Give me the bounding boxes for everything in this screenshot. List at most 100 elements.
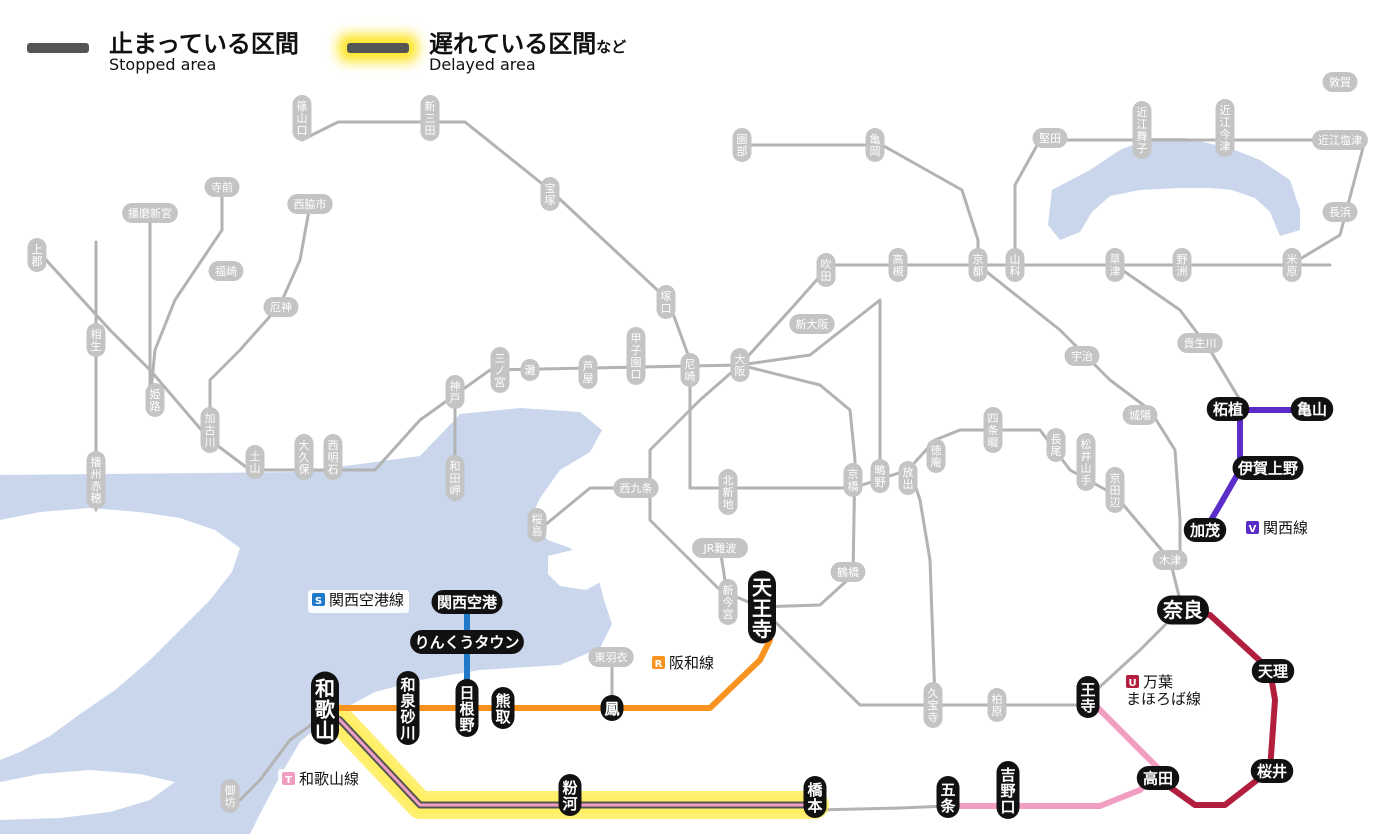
- station-label: 天理: [1258, 662, 1288, 680]
- station-大久保[interactable]: 大久保: [294, 434, 314, 480]
- station-城陽[interactable]: 城陽: [1122, 405, 1158, 425]
- station-label-char: 姫: [150, 387, 161, 401]
- station-橋本[interactable]: 橋本: [803, 776, 827, 818]
- station-西九条[interactable]: 西九条: [613, 478, 659, 498]
- station-敦賀[interactable]: 敦賀: [1322, 72, 1358, 92]
- station-天王寺[interactable]: 天王寺: [748, 570, 776, 644]
- station-四条畷[interactable]: 四条畷: [983, 407, 1003, 453]
- station-奈良[interactable]: 奈良: [1157, 595, 1209, 625]
- station-上郡[interactable]: 上郡: [27, 238, 47, 272]
- station-西脇市[interactable]: 西脇市: [287, 194, 333, 214]
- station-東羽衣[interactable]: 東羽衣: [588, 647, 634, 667]
- station-label-char: 崎: [685, 369, 696, 383]
- station-加古川[interactable]: 加古川: [200, 407, 220, 453]
- line-label-bg: [1242, 518, 1313, 541]
- station-label: 奈良: [1162, 598, 1203, 622]
- station-塚口[interactable]: 塚口: [656, 285, 676, 319]
- station-高槻[interactable]: 高槻: [888, 248, 908, 282]
- station-亀山[interactable]: 亀山: [1290, 397, 1334, 421]
- station-芦屋[interactable]: 芦屋: [578, 355, 598, 389]
- station-西明石[interactable]: 西明石: [323, 434, 343, 480]
- station-pill: [888, 248, 908, 282]
- station-鶴橋[interactable]: 鶴橋: [830, 562, 866, 582]
- hanwa-line-path: [322, 637, 773, 711]
- line-label-bg: [308, 590, 409, 613]
- station-京橋[interactable]: 京橋: [843, 463, 863, 497]
- station-和田岬[interactable]: 和田岬: [445, 455, 465, 501]
- station-神戸[interactable]: 神戸: [445, 375, 465, 409]
- station-灘[interactable]: 灘: [520, 359, 540, 381]
- station-厄神[interactable]: 厄神: [263, 297, 299, 317]
- station-吉野口[interactable]: 吉野口: [996, 761, 1020, 819]
- station-柘植[interactable]: 柘植: [1206, 397, 1250, 421]
- station-label-char: 津: [1220, 140, 1231, 153]
- station-柏原[interactable]: 柏原: [987, 688, 1007, 722]
- line-badge-letter: U: [1128, 678, 1136, 689]
- station-三ノ宮[interactable]: 三ノ宮: [490, 347, 510, 393]
- station-草津[interactable]: 草津: [1105, 248, 1125, 282]
- station-関西空港[interactable]: 関西空港: [431, 590, 503, 614]
- station-長尾[interactable]: 長尾: [1046, 428, 1066, 462]
- station-亀岡[interactable]: 亀岡: [865, 128, 885, 162]
- station-新三田[interactable]: 新三田: [420, 95, 440, 141]
- station-大阪[interactable]: 大阪: [730, 348, 750, 382]
- station-土山[interactable]: 土山: [245, 445, 265, 479]
- station-label-char: 橋: [848, 479, 859, 493]
- station-吹田[interactable]: 吹田: [816, 253, 836, 287]
- station-福崎[interactable]: 福崎: [208, 261, 244, 281]
- station-長浜[interactable]: 長浜: [1322, 202, 1358, 222]
- station-京都[interactable]: 京都: [968, 248, 988, 282]
- station-りんくうタウン[interactable]: りんくうタウン: [410, 630, 524, 654]
- station-徳庵[interactable]: 徳庵: [926, 439, 946, 473]
- station-和歌山[interactable]: 和歌山: [311, 671, 339, 745]
- legend-delayed-en: Delayed area: [429, 55, 536, 74]
- station-熊取[interactable]: 熊取: [491, 687, 515, 729]
- station-粉河[interactable]: 粉河: [558, 774, 582, 816]
- station-日根野[interactable]: 日根野: [455, 679, 479, 737]
- station-姫路[interactable]: 姫路: [145, 383, 165, 417]
- station-寺前[interactable]: 寺前: [204, 177, 240, 197]
- station-園部[interactable]: 園部: [732, 128, 752, 162]
- station-放出[interactable]: 放出: [898, 461, 918, 495]
- station-pill: [420, 95, 440, 141]
- station-久宝寺[interactable]: 久宝寺: [923, 682, 943, 728]
- station-JR難波[interactable]: JR難波: [692, 538, 748, 558]
- station-堅田[interactable]: 堅田: [1032, 128, 1068, 148]
- station-鳳[interactable]: 鳳: [600, 695, 624, 721]
- station-加茂[interactable]: 加茂: [1183, 518, 1227, 542]
- station-label-char: 山: [250, 462, 261, 475]
- station-野洲[interactable]: 野洲: [1172, 248, 1192, 282]
- station-鴫野[interactable]: 鴫野: [870, 459, 890, 493]
- station-新大阪[interactable]: 新大阪: [789, 314, 835, 334]
- station-播磨新宮[interactable]: 播磨新宮: [122, 203, 178, 223]
- station-木津[interactable]: 木津: [1152, 550, 1188, 570]
- station-高田[interactable]: 高田: [1136, 766, 1180, 790]
- station-新今宮[interactable]: 新今宮: [718, 579, 738, 625]
- station-米原[interactable]: 米原: [1282, 248, 1302, 282]
- station-天理[interactable]: 天理: [1251, 659, 1295, 683]
- station-桜井[interactable]: 桜井: [1250, 759, 1294, 783]
- station-伊賀上野[interactable]: 伊賀上野: [1232, 456, 1304, 480]
- station-尼崎[interactable]: 尼崎: [680, 353, 700, 387]
- station-相生[interactable]: 相生: [86, 323, 106, 357]
- station-山科[interactable]: 山科: [1005, 248, 1025, 282]
- station-桜島[interactable]: 桜島: [527, 508, 547, 542]
- station-篠山口[interactable]: 篠山口: [292, 95, 312, 141]
- station-御坊[interactable]: 御坊: [220, 779, 240, 813]
- station-京田辺[interactable]: 京田辺: [1105, 467, 1125, 513]
- station-近江塩津[interactable]: 近江塩津: [1312, 130, 1368, 150]
- station-北新地[interactable]: 北新地: [718, 469, 738, 515]
- station-label-char: 芦: [583, 360, 594, 373]
- station-宝塚[interactable]: 宝塚: [540, 177, 560, 211]
- station-貴生川[interactable]: 貴生川: [1177, 333, 1223, 353]
- station-五条[interactable]: 五条: [936, 776, 960, 818]
- station-宇治[interactable]: 宇治: [1064, 346, 1100, 366]
- station-王寺[interactable]: 王寺: [1076, 676, 1100, 718]
- station-pill: [1152, 550, 1188, 570]
